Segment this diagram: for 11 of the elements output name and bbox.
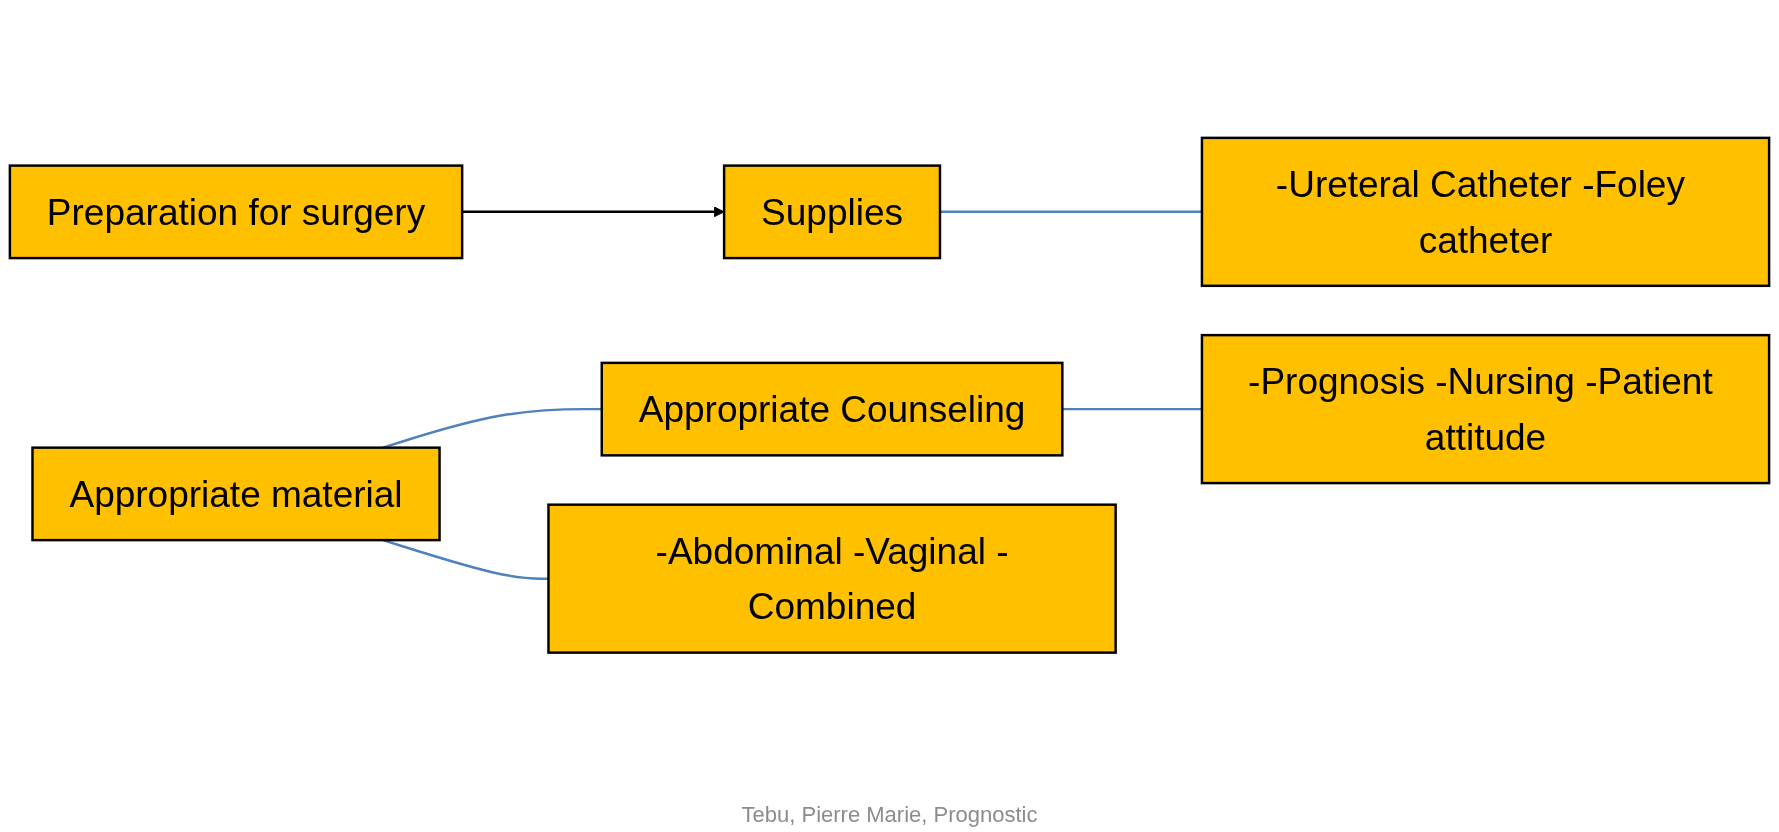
node-box: Preparation for surgery	[8, 164, 464, 260]
node-box: Appropriate Counseling	[600, 361, 1064, 457]
connector	[1062, 407, 1202, 411]
node-box: -Ureteral Catheter -Foley catheter	[1200, 136, 1771, 287]
node-box: -Prognosis -Nursing -Patient attitude	[1200, 333, 1771, 485]
arrow	[462, 206, 725, 217]
node-box: Appropriate material	[31, 446, 441, 542]
connector	[940, 210, 1202, 213]
node-box: -Abdominal -Vaginal -Combined	[547, 503, 1117, 654]
node-box: Supplies	[722, 164, 942, 260]
source-note: Tebu, Pierre Marie, Prognostic	[741, 802, 1038, 827]
